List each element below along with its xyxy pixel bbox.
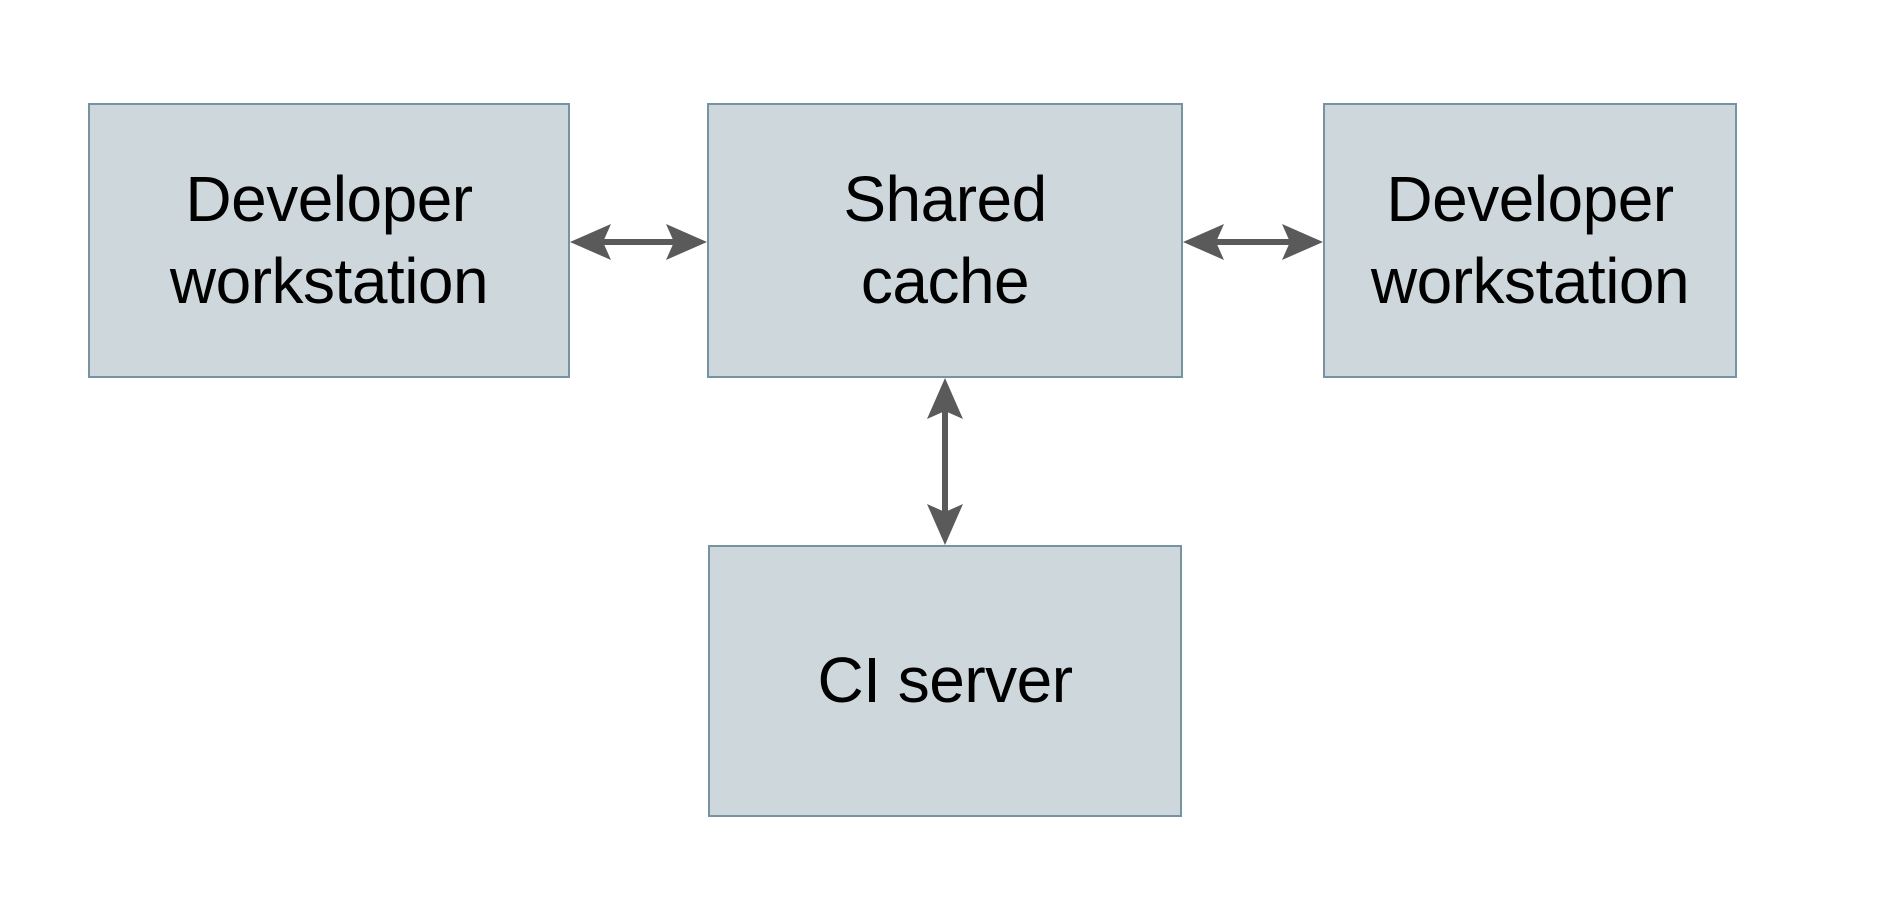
edge-left-workstation-to-cache-arrowhead-start (570, 224, 611, 260)
node-developer-workstation-right[interactable]: Developer workstation (1323, 103, 1737, 378)
node-label-developer-workstation-left: Developer workstation (169, 162, 489, 317)
edge-left-workstation-to-cache-arrowhead-end (666, 224, 707, 260)
node-ci-server[interactable]: CI server (708, 545, 1182, 817)
edge-left-workstation-to-cache (570, 224, 707, 260)
node-shared-cache[interactable]: Shared cache (707, 103, 1183, 378)
node-label-shared-cache: Shared cache (843, 162, 1047, 317)
edge-cache-to-ci-server-arrowhead-end (927, 504, 963, 545)
edge-cache-to-right-workstation (1183, 224, 1323, 260)
node-label-ci-server: CI server (817, 644, 1073, 717)
edge-cache-to-right-workstation-arrowhead-start (1183, 224, 1224, 260)
edge-cache-to-ci-server-arrowhead-start (927, 378, 963, 419)
node-label-developer-workstation-right: Developer workstation (1370, 162, 1690, 317)
edge-cache-to-right-workstation-arrowhead-end (1282, 224, 1323, 260)
node-developer-workstation-left[interactable]: Developer workstation (88, 103, 570, 378)
edge-cache-to-ci-server (927, 378, 963, 545)
